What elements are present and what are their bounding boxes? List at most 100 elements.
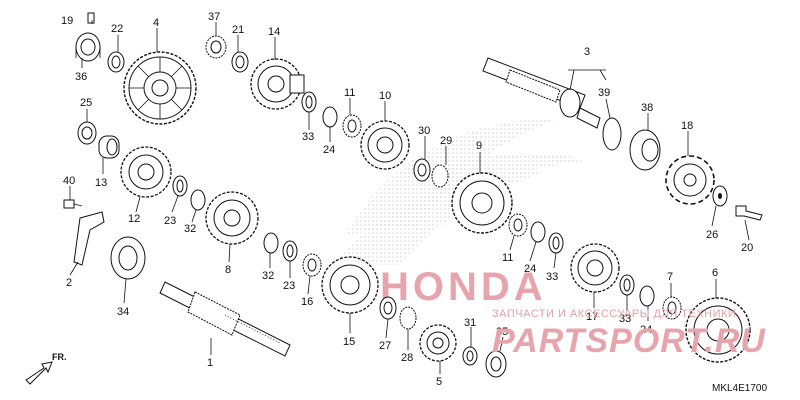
- label-31: 31: [464, 317, 476, 329]
- label-29: 29: [440, 135, 452, 147]
- label-7: 7: [667, 271, 673, 283]
- part-24-circlip-c: [639, 285, 655, 307]
- part-38-bearing: [629, 129, 661, 171]
- label-30: 30: [418, 125, 430, 137]
- label-34: 34: [117, 306, 129, 318]
- part-23-washer-a: [172, 175, 188, 197]
- label-24b: 24: [524, 263, 536, 275]
- label-32b: 32: [262, 270, 274, 282]
- label-36: 36: [75, 71, 87, 83]
- part-9-gear: [451, 172, 513, 234]
- part-16-bushing: [302, 253, 322, 277]
- part-1-mainshaft: [159, 281, 291, 357]
- label-38: 38: [641, 102, 653, 114]
- part-7-bushing: [662, 296, 682, 320]
- part-14-gear: [250, 58, 305, 110]
- part-18-drive-sprocket: [665, 155, 715, 205]
- part-34-bearing: [110, 236, 146, 280]
- label-28: 28: [401, 352, 413, 364]
- part-32-circlip-a: [190, 189, 206, 211]
- part-24-circlip-a: [322, 106, 338, 128]
- part-24-circlip-b: [530, 221, 546, 243]
- label-33c: 33: [619, 313, 631, 325]
- part-30-washer: [413, 158, 431, 182]
- part-21-washer: [231, 51, 249, 73]
- label-40: 40: [63, 175, 75, 187]
- label-35: 35: [496, 326, 508, 338]
- leader-lines: [69, 20, 750, 374]
- part-39-circlip: [602, 117, 622, 151]
- part-23-washer-b: [282, 240, 298, 262]
- part-20-bolt: [735, 205, 763, 221]
- front-direction-arrow: FR.: [25, 352, 67, 385]
- label-2: 2: [66, 277, 72, 289]
- label-22: 22: [111, 23, 123, 35]
- label-17: 17: [586, 311, 598, 323]
- label-15: 15: [343, 336, 355, 348]
- label-23b: 23: [283, 280, 295, 292]
- part-12-gear: [120, 146, 172, 198]
- part-32-circlip-b: [263, 232, 279, 254]
- part-27-washer: [379, 296, 397, 320]
- label-27: 27: [379, 340, 391, 352]
- part-40-bolt: [63, 199, 83, 209]
- part-11-bushing-a: [342, 114, 362, 138]
- watermark-tagline: ЗАПЧАСТИ И АКСЕССУАРЫ ДЛЯ ТЕХНИКИ: [492, 308, 736, 320]
- label-12: 12: [128, 213, 140, 225]
- part-33-washer-b: [548, 232, 564, 254]
- part-33-washer-c: [619, 274, 635, 296]
- label-1: 1: [207, 357, 213, 369]
- label-8: 8: [225, 264, 231, 276]
- label-10: 10: [379, 90, 391, 102]
- part-2-bearing-holder: [73, 211, 105, 266]
- label-3: 3: [584, 46, 590, 58]
- part-4-gear: [123, 51, 197, 125]
- part-number-labels: 19 22 4 37 21 14 36 25 13 12 23 32 8 32 …: [61, 11, 753, 388]
- label-21: 21: [232, 24, 244, 36]
- part-10-gear: [360, 120, 410, 170]
- label-9: 9: [476, 140, 482, 152]
- label-37: 37: [208, 11, 220, 23]
- part-3-countershaft: [482, 57, 601, 129]
- label-4: 4: [153, 17, 159, 29]
- part-15-gear: [321, 256, 379, 314]
- part-33-washer-a: [301, 91, 317, 113]
- part-28-circlip: [399, 306, 417, 330]
- label-5: 5: [436, 376, 442, 388]
- honda-text: HONDA: [380, 265, 547, 309]
- part-25-washer: [77, 121, 97, 145]
- part-5-gear: [419, 324, 457, 362]
- label-19: 19: [61, 15, 73, 27]
- label-23a: 23: [164, 215, 176, 227]
- label-14: 14: [268, 26, 280, 38]
- label-24a: 24: [323, 144, 335, 156]
- label-18: 18: [681, 120, 693, 132]
- part-13-bushing: [98, 135, 120, 159]
- label-24c: 24: [640, 324, 652, 336]
- part-17-gear: [570, 243, 620, 293]
- part-29-circlip: [431, 164, 449, 188]
- label-39: 39: [598, 87, 610, 99]
- label-11a: 11: [344, 87, 355, 99]
- label-6: 6: [712, 267, 718, 279]
- label-33a: 33: [302, 131, 314, 143]
- label-26: 26: [706, 229, 718, 241]
- label-16: 16: [301, 296, 313, 308]
- part-26-washer: [712, 185, 728, 207]
- part-31-washer: [462, 346, 478, 366]
- part-35-bearing: [485, 350, 507, 378]
- label-33b: 33: [546, 271, 558, 283]
- part-19-dowel-pin: [87, 12, 95, 24]
- part-22-washer: [107, 51, 125, 73]
- part-37-needle-bearing: [205, 35, 227, 59]
- label-13: 13: [95, 177, 107, 189]
- watermark-logo: PARTSPORT.RU: [492, 322, 766, 360]
- front-label: FR.: [52, 352, 67, 362]
- part-8-gear: [205, 191, 259, 245]
- part-11-bushing-b: [508, 213, 528, 237]
- label-11b: 11: [502, 252, 513, 264]
- part-36-needle-bearing: [75, 32, 101, 62]
- label-20: 20: [741, 242, 753, 254]
